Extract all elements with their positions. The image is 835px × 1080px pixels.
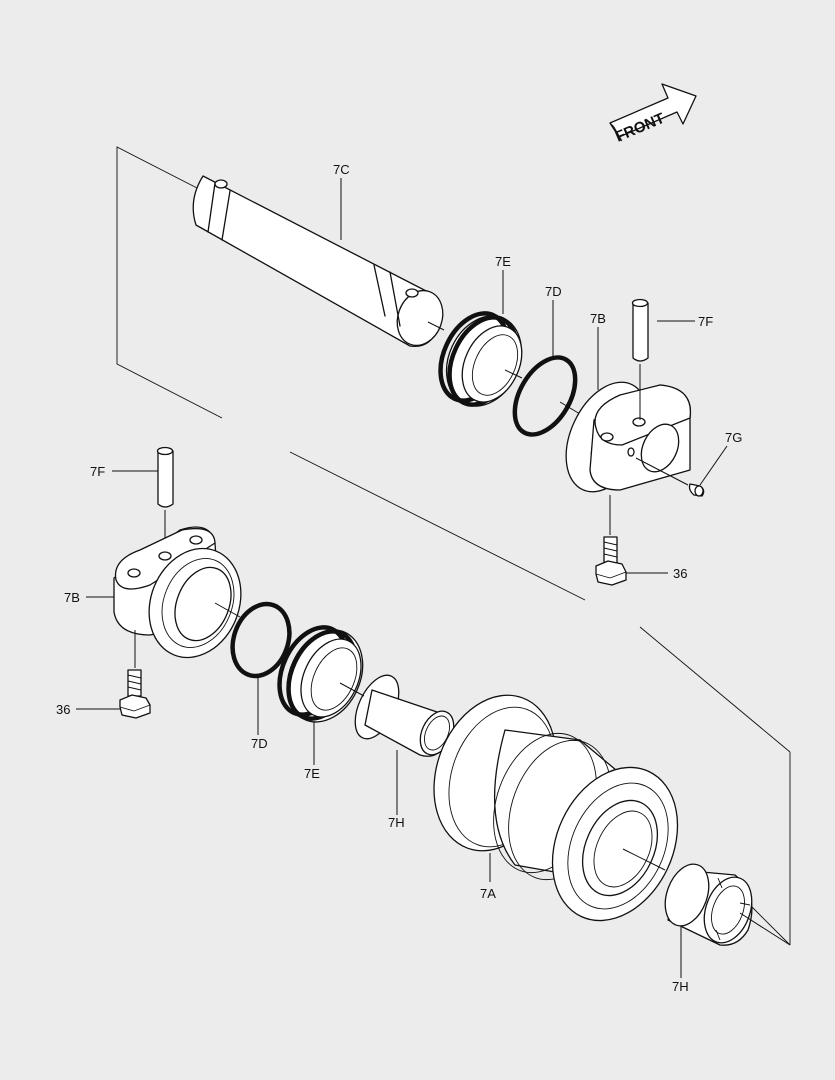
label-seal-upper: 7E [495, 254, 511, 269]
label-collar-lower: 7B [64, 590, 80, 605]
label-shaft: 7C [333, 162, 350, 177]
oring-lower [230, 601, 292, 679]
label-seal-lower: 7E [304, 766, 320, 781]
assembly-boundary [116, 146, 791, 946]
pin-lower [156, 446, 174, 550]
seal-lower [277, 625, 364, 723]
bolt-lower [119, 630, 151, 719]
collar-lower [113, 526, 242, 659]
labels: 7C 7E 7D 7B 7F 7G 36 7F 7B 36 7D 7E 7H 7… [56, 162, 742, 994]
label-pin-lower: 7F [90, 464, 105, 479]
bushing-right [664, 863, 753, 946]
label-collar-upper: 7B [590, 311, 606, 326]
bolt-upper [595, 495, 627, 586]
label-bushing-right: 7H [672, 979, 689, 994]
label-roller: 7A [480, 886, 496, 901]
label-pin-upper: 7F [698, 314, 713, 329]
label-setscrew: 7G [725, 430, 742, 445]
roller [433, 694, 679, 922]
pin-upper [631, 298, 649, 420]
axis-line [559, 401, 581, 415]
leader-lines [76, 178, 728, 978]
center-lines [214, 602, 791, 946]
setscrew [635, 457, 705, 497]
seal-upper [438, 311, 523, 407]
shaft [192, 175, 445, 348]
collar-upper [565, 381, 692, 493]
label-oring-upper: 7D [545, 284, 562, 299]
oring-upper [512, 355, 578, 437]
label-bolt-upper: 36 [673, 566, 687, 581]
label-bolt-lower: 36 [56, 702, 70, 717]
label-oring-lower: 7D [251, 736, 268, 751]
label-bushing-left: 7H [388, 815, 405, 830]
front-arrow: FRONT [609, 83, 697, 146]
